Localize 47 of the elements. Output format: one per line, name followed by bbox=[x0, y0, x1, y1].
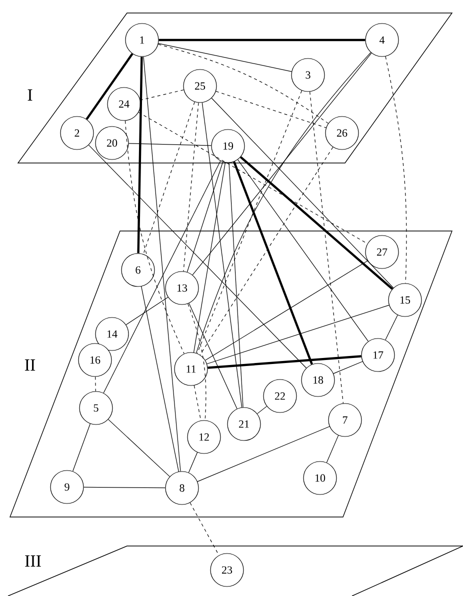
connector-line bbox=[196, 90, 302, 354]
connector-line bbox=[72, 423, 90, 472]
connector-line bbox=[190, 502, 220, 556]
connector-line bbox=[126, 296, 168, 326]
connector-line bbox=[188, 452, 198, 473]
connector-line bbox=[84, 486, 166, 488]
connector-line bbox=[326, 435, 339, 463]
connector-line bbox=[208, 355, 362, 369]
connector-line bbox=[140, 90, 184, 100]
connector-line bbox=[158, 43, 292, 72]
connector-line bbox=[158, 38, 366, 42]
connector-line bbox=[310, 91, 344, 404]
connector-line bbox=[188, 302, 238, 410]
connector-line bbox=[95, 376, 96, 392]
connector-line bbox=[103, 160, 221, 394]
connector-line bbox=[128, 143, 212, 146]
connector-line bbox=[197, 426, 330, 482]
connector-line bbox=[240, 156, 394, 290]
connector-line bbox=[333, 361, 363, 374]
connector-line bbox=[256, 406, 268, 414]
connector-line bbox=[385, 56, 407, 284]
connector-line bbox=[194, 385, 202, 421]
connector-line bbox=[200, 146, 334, 356]
connector-line bbox=[202, 102, 242, 408]
connector-line bbox=[108, 419, 170, 477]
connector-line bbox=[138, 112, 368, 244]
connector-line bbox=[188, 303, 206, 421]
connector-line bbox=[86, 53, 134, 120]
connector-line bbox=[216, 90, 326, 128]
connector-line bbox=[143, 56, 181, 472]
connector-line bbox=[186, 162, 224, 272]
connector-line bbox=[205, 260, 368, 361]
connector-line bbox=[143, 102, 195, 254]
connector-line bbox=[206, 304, 390, 364]
connector-line bbox=[183, 102, 199, 272]
connector-line bbox=[385, 314, 398, 340]
connector-line bbox=[228, 162, 244, 408]
connector-line bbox=[141, 286, 179, 472]
connector-line bbox=[124, 120, 184, 354]
connector-line bbox=[192, 52, 372, 276]
connector-line bbox=[211, 98, 394, 288]
connector-line bbox=[193, 162, 226, 353]
connector-line bbox=[238, 159, 368, 342]
connector-line bbox=[233, 161, 313, 365]
connector-line bbox=[137, 56, 143, 254]
connector-line bbox=[158, 44, 329, 124]
connector-line bbox=[196, 52, 372, 354]
